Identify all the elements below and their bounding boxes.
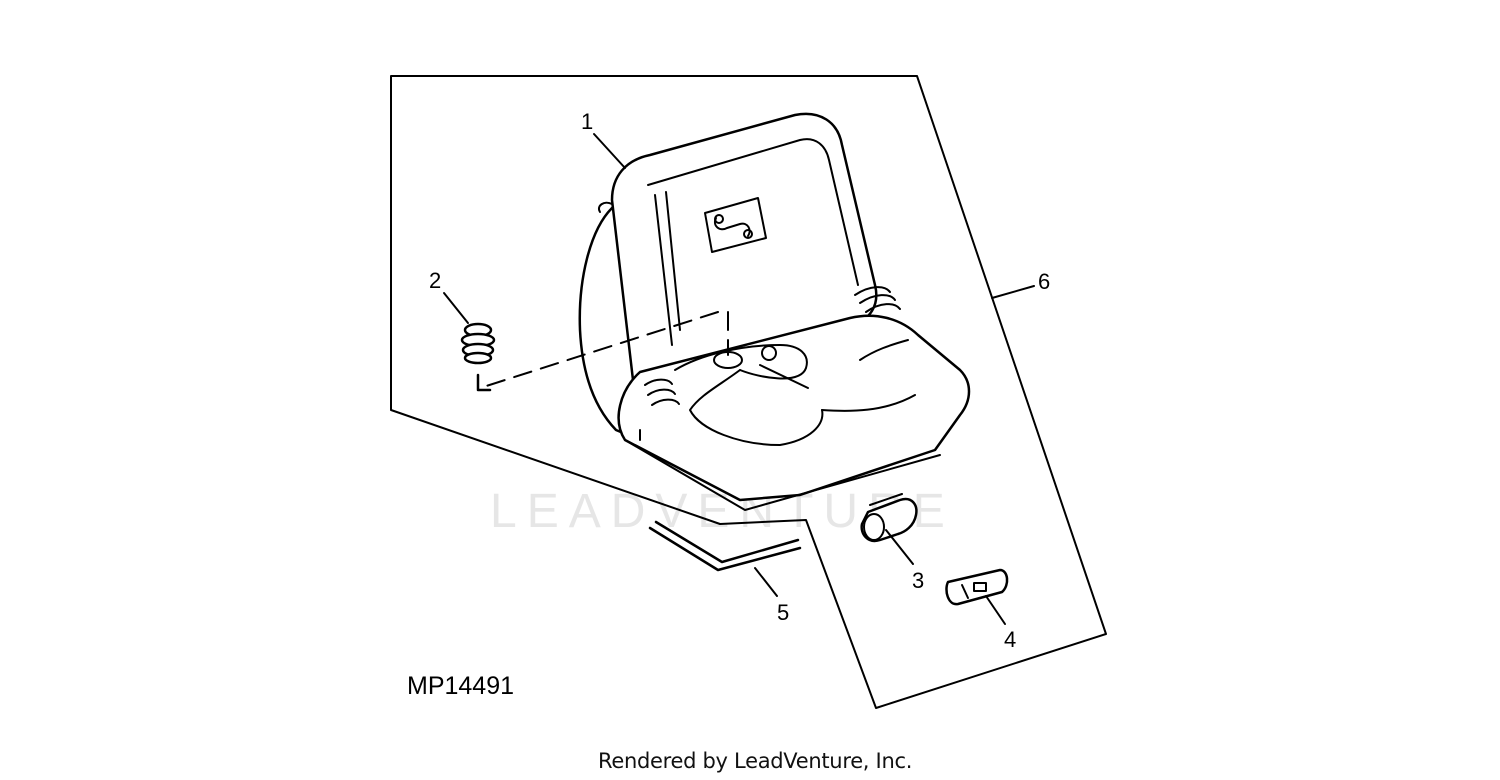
leader-lines [443, 133, 1035, 625]
callout-spring: 2 [429, 268, 441, 293]
callout-seat: 1 [581, 109, 593, 134]
callout-bushing: 3 [912, 568, 924, 593]
clip-drawing [945, 568, 1009, 606]
kit-outline [390, 75, 1107, 709]
spring-drawing [460, 322, 496, 392]
render-credit: Rendered by LeadVenture, Inc. [598, 749, 912, 773]
seat-drawing [479, 112, 971, 511]
figure-code: MP14491 [407, 672, 514, 700]
callout-rod: 5 [777, 600, 789, 625]
rod-drawing [648, 520, 802, 572]
callouts: 1 2 3 4 5 6 [429, 109, 1050, 652]
bushing-drawing [860, 493, 918, 543]
callout-clip: 4 [1004, 627, 1016, 652]
callout-kit: 6 [1038, 269, 1050, 294]
